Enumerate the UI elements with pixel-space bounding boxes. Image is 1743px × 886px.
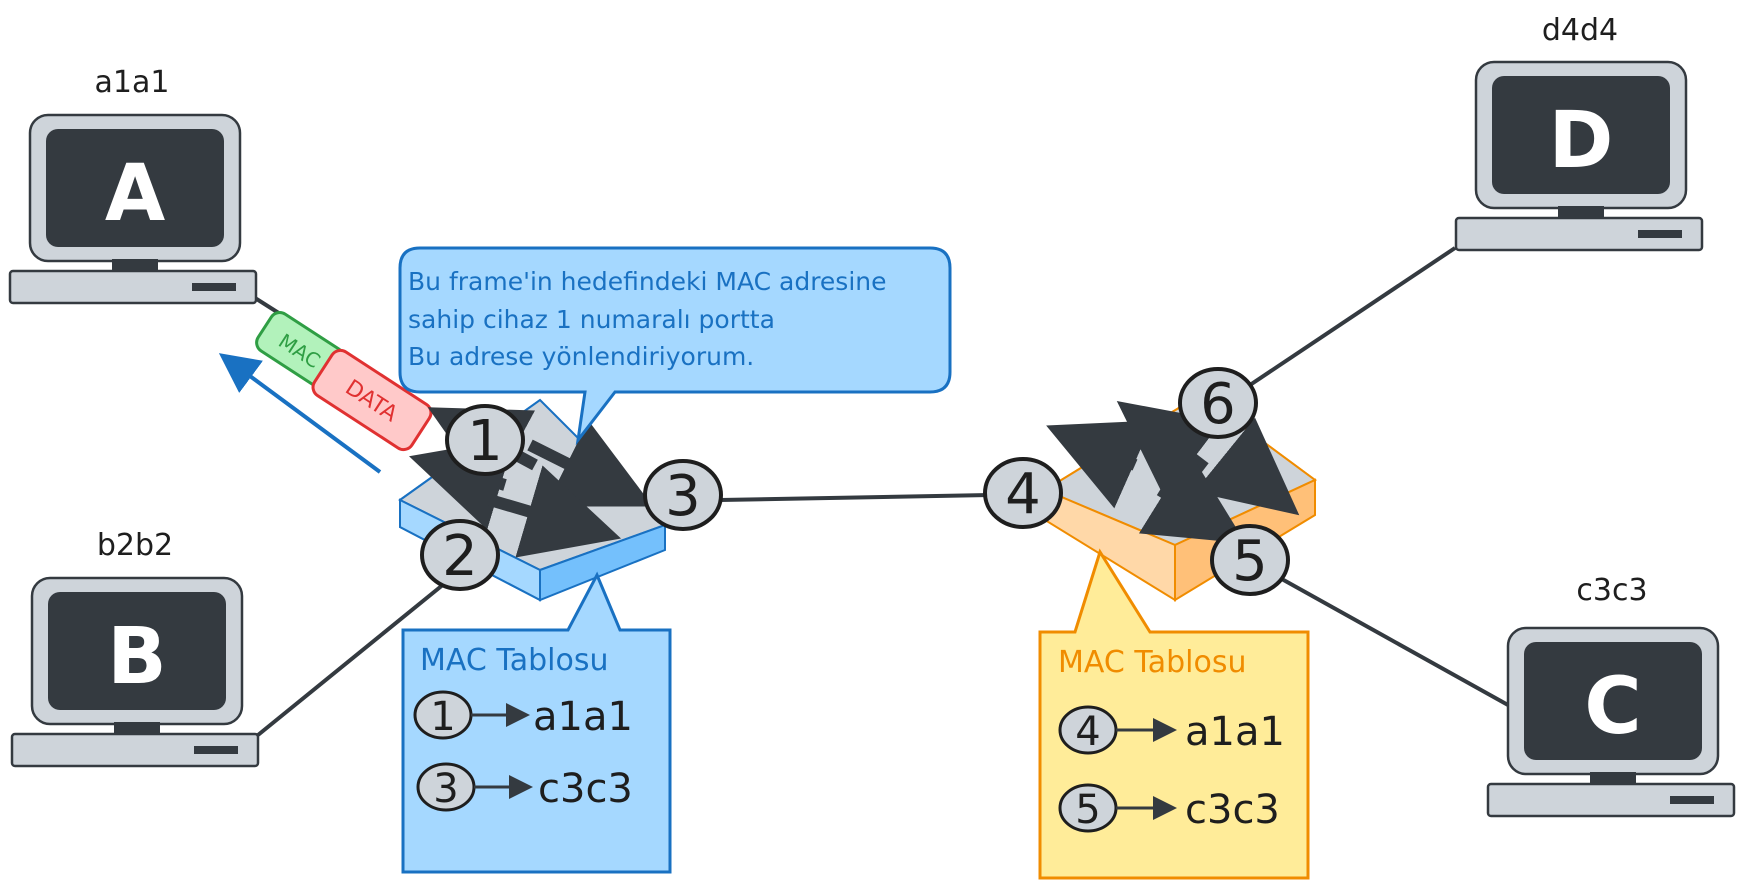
mac-table-right: MAC Tablosu 4 a1a1 5 c3c3 [1038, 548, 1310, 880]
cable-port-3-to-port-4 [719, 493, 991, 502]
cable-b-to-port-2 [256, 573, 457, 737]
computer-a-mac: a1a1 [95, 65, 170, 100]
mac-table-left-row-2-port: 3 [433, 766, 458, 812]
switch-right[interactable] [1042, 393, 1317, 602]
port-3[interactable]: 3 [643, 459, 723, 531]
switch-right-arrows-icon [1046, 400, 1300, 544]
mac-table-right-row: 4 a1a1 [1058, 705, 1285, 755]
mac-table-right-row-2-mac: c3c3 [1185, 787, 1280, 833]
mac-table-right-title: MAC Tablosu [1058, 645, 1246, 680]
computer-a[interactable]: A [8, 113, 258, 305]
mac-table-left-title: MAC Tablosu [420, 643, 608, 678]
switch-speech-bubble: Bu frame'in hedefindeki MAC adresine sah… [398, 246, 952, 446]
computer-c-mac: c3c3 [1576, 573, 1647, 608]
speech-line-3: Bu adrese yönlendiriyorum. [408, 342, 754, 371]
cable-port-5-to-c [1279, 576, 1509, 707]
port-4-number: 4 [1005, 462, 1041, 527]
mac-table-left: MAC Tablosu 1 a1a1 3 c3c3 [401, 571, 672, 874]
port-5[interactable]: 5 [1210, 524, 1290, 596]
mac-table-left-row-1-mac: a1a1 [533, 694, 633, 740]
port-5-number: 5 [1232, 529, 1268, 594]
mac-table-left-row: 1 a1a1 [413, 690, 633, 740]
port-3-number: 3 [665, 464, 701, 529]
port-6-number: 6 [1200, 372, 1236, 437]
computer-a-letter: A [105, 149, 165, 239]
port-2[interactable]: 2 [420, 519, 500, 591]
computer-c[interactable]: C [1486, 626, 1736, 818]
computer-d-letter: D [1549, 96, 1614, 186]
computer-b-mac: b2b2 [97, 528, 173, 563]
mac-table-right-row-2-port: 5 [1075, 787, 1100, 833]
mac-table-left-row-1-port: 1 [430, 694, 455, 740]
computer-d[interactable]: D [1454, 60, 1704, 252]
port-4[interactable]: 4 [983, 457, 1063, 529]
port-1[interactable]: 1 [445, 404, 525, 476]
port-1-number: 1 [467, 409, 503, 474]
mac-table-left-row-2-mac: c3c3 [538, 766, 633, 812]
frame-direction-arrow [218, 353, 382, 474]
computer-c-letter: C [1584, 662, 1641, 752]
computer-b[interactable]: B [10, 576, 260, 768]
computer-b-letter: B [107, 612, 166, 702]
mac-table-left-row: 3 c3c3 [416, 762, 633, 812]
port-6[interactable]: 6 [1178, 367, 1258, 439]
speech-line-1: Bu frame'in hedefindeki MAC adresine [408, 267, 887, 296]
speech-line-2: sahip cihaz 1 numaralı portta [408, 305, 775, 334]
frame-data-block [311, 348, 433, 452]
cable-port-6-to-d [1248, 246, 1457, 387]
port-2-number: 2 [442, 524, 478, 589]
mac-table-right-row: 5 c3c3 [1058, 783, 1280, 833]
frame-packet: MAC DATA [218, 311, 433, 474]
mac-table-right-row-1-port: 4 [1075, 709, 1100, 755]
mac-table-right-row-1-mac: a1a1 [1185, 709, 1285, 755]
computer-d-mac: d4d4 [1542, 13, 1618, 48]
ports: 1 2 3 4 5 6 [420, 367, 1290, 596]
